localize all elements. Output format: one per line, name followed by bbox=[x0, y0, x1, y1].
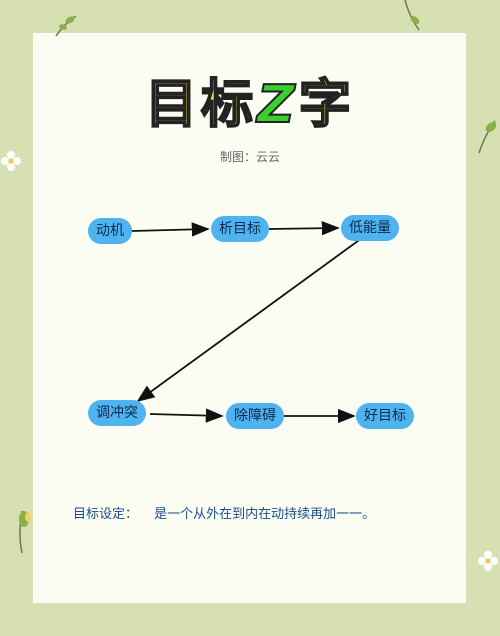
title-part-2: Z bbox=[256, 74, 299, 136]
title-part-1: 目标 bbox=[144, 74, 258, 136]
page-title: 目标Z字 bbox=[0, 62, 500, 137]
arrow-2 bbox=[267, 221, 340, 236]
flower-decoration-icon bbox=[478, 551, 498, 571]
node-6: 好目标 bbox=[358, 405, 412, 427]
arrow-1 bbox=[131, 222, 210, 237]
arrow-4 bbox=[149, 408, 224, 423]
node-4: 调冲突 bbox=[90, 402, 144, 424]
node-5: 除障碍 bbox=[228, 405, 282, 427]
flower-decoration-icon bbox=[1, 151, 21, 171]
leaf-decoration-icon bbox=[19, 510, 31, 554]
credit-text: 制图：云云 bbox=[219, 150, 280, 164]
node-1: 动机 bbox=[90, 220, 130, 242]
footer-label: 目标设定： bbox=[73, 507, 139, 522]
footer-text: 目标设定： 是一个从外在到内在动持续再加一一。 bbox=[73, 503, 375, 522]
poster-card bbox=[33, 33, 466, 603]
node-2: 析目标 bbox=[213, 218, 267, 240]
leaf-decoration-icon bbox=[478, 120, 497, 154]
title-part-3: 字 bbox=[298, 74, 355, 136]
leaf-decoration-icon bbox=[404, 0, 420, 31]
node-3: 低能量 bbox=[343, 217, 397, 239]
arrow-3 bbox=[136, 237, 363, 403]
leaf-decoration-icon bbox=[55, 15, 77, 37]
footer-body: 是一个从外在到内在动持续再加一一。 bbox=[154, 507, 376, 522]
